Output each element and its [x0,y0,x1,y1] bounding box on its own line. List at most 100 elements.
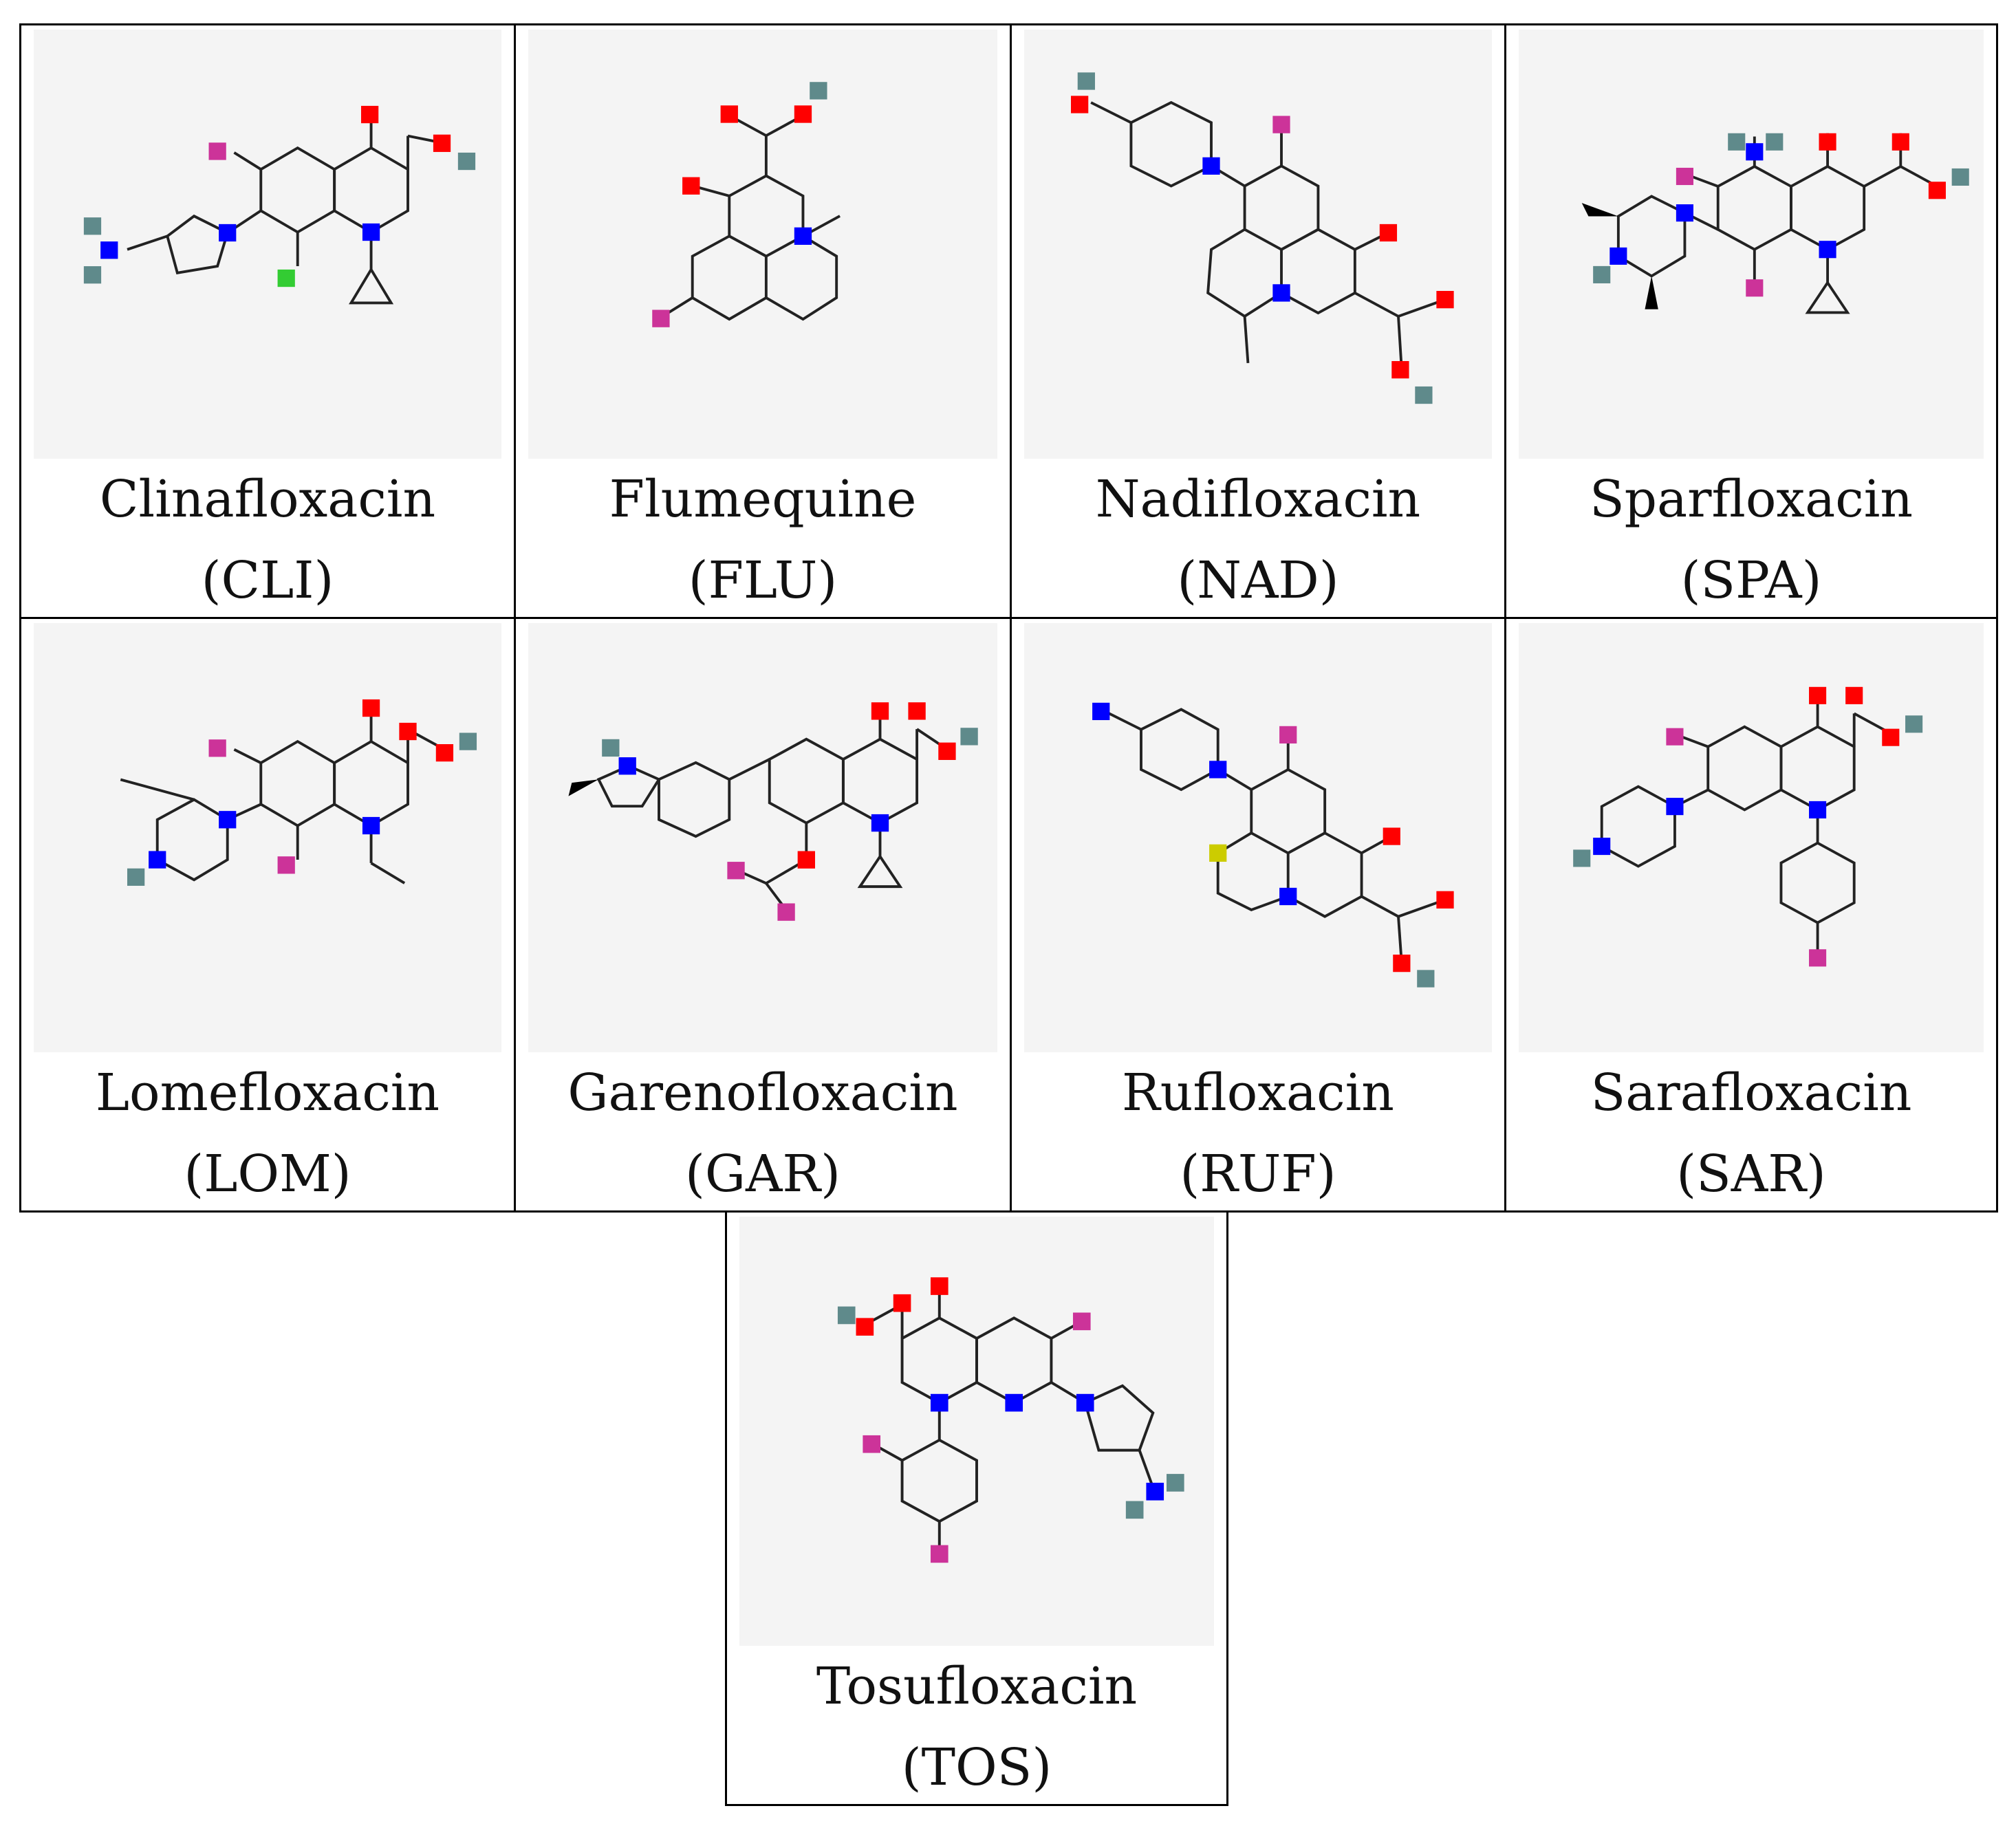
oxygen-atom [856,1318,874,1336]
fluorine-atom [1072,1312,1091,1331]
nitrogen-atom [1146,1482,1164,1501]
caption-cli: Clinafloxacin (CLI) [21,459,514,617]
sulfur-atom [1209,844,1227,862]
structure-image-lom [34,623,501,1052]
hydrogen-atom [1415,386,1433,404]
fluorine-atom [208,142,226,160]
compound-abbr: (LOM) [184,1144,351,1204]
caption-spa: Sparfloxacin (SPA) [1506,459,1996,617]
oxygen-atom [1845,686,1863,704]
wedge-bond [1645,276,1658,309]
oxygen-atom [1071,96,1089,113]
fluorine-atom [777,903,795,921]
structure-image-ruf [1024,623,1492,1052]
oxygen-atom [871,702,889,720]
caption-gar: Garenofloxacin (GAR) [516,1052,1010,1210]
wedge-bond [1581,203,1618,217]
structure-image-cli [34,30,501,459]
oxygen-atom [1819,133,1836,151]
oxygen-atom [720,105,738,123]
molecule-flu [652,82,841,327]
fluorine-atom [652,309,670,327]
compound-cell-cli: Clinafloxacin (CLI) [19,23,516,619]
hydrogen-atom [602,739,620,757]
caption-sar: Sarafloxacin (SAR) [1506,1052,1996,1210]
oxygen-atom [908,702,926,720]
compound-name: Lomefloxacin [95,1063,440,1122]
oxygen-atom [361,105,379,124]
nitrogen-atom [1076,1393,1094,1412]
hydrogen-atom [457,152,476,171]
nitrogen-atom [219,224,237,242]
hydrogen-atom [1417,970,1435,988]
hydrogen-atom [459,732,477,750]
nitrogen-atom [1819,241,1836,259]
nitrogen-atom [618,757,636,775]
nitrogen-atom [1746,143,1764,161]
hydrogen-atom [1167,1474,1184,1492]
nitrogen-atom [794,227,812,245]
molecule-nad [1071,72,1454,404]
oxygen-atom [797,851,815,869]
oxygen-atom [1436,891,1454,909]
wedge-bond [568,779,599,796]
oxygen-atom [930,1277,949,1295]
hydrogen-atom [1573,849,1591,867]
compound-cell-ruf: Rufloxacin (RUF) [1010,617,1506,1213]
nitrogen-atom [1005,1393,1023,1412]
fluorine-atom [1279,726,1297,744]
compound-cell-nad: Nadifloxacin (NAD) [1010,23,1506,619]
compound-abbr: (TOS) [901,1738,1052,1797]
oxygen-atom [893,1294,911,1312]
oxygen-atom [1379,224,1398,242]
compound-name: Sparfloxacin [1589,470,1914,529]
hydrogen-atom [1593,265,1611,283]
compound-abbr: (FLU) [688,551,838,610]
oxygen-atom [1383,827,1400,845]
compound-name: Garenofloxacin [567,1063,958,1122]
nitrogen-atom [1209,761,1227,779]
oxygen-atom [1882,728,1900,746]
molecule-lom [120,699,477,886]
fluorine-atom [1809,949,1827,967]
compound-abbr: (CLI) [201,551,334,610]
hydrogen-atom [960,728,978,746]
nitrogen-atom [1202,157,1220,175]
nitrogen-atom [100,241,118,259]
compound-name: Clinafloxacin [99,470,436,529]
compound-cell-tos: Tosufloxacin (TOS) [725,1210,1228,1806]
compound-abbr: (RUF) [1180,1144,1336,1204]
compound-abbr: (NAD) [1177,551,1339,610]
structure-image-spa [1519,30,1984,459]
nitrogen-atom [219,811,237,829]
hydrogen-atom [1728,133,1746,151]
hydrogen-atom [1125,1501,1144,1519]
nitrogen-atom [1092,702,1110,721]
caption-nad: Nadifloxacin (NAD) [1012,459,1504,617]
fluorine-atom [1666,728,1684,746]
compound-abbr: (SPA) [1680,551,1822,610]
nitrogen-atom [1609,247,1627,265]
molecule-cli [83,105,476,305]
hydrogen-atom [1766,133,1784,151]
compound-abbr: (GAR) [684,1144,841,1204]
nitrogen-atom [1666,798,1684,816]
structure-image-gar [528,623,997,1052]
caption-lom: Lomefloxacin (LOM) [21,1052,514,1210]
oxygen-atom [794,105,812,123]
oxygen-atom [1928,182,1946,199]
hydrogen-atom [127,868,145,886]
compound-name: Flumequine [609,470,917,529]
oxygen-atom [938,742,956,760]
structure-image-sar [1519,623,1984,1052]
compound-cell-spa: Sparfloxacin (SPA) [1504,23,1998,619]
fluorine-atom [727,862,745,880]
hydrogen-atom [1951,168,1969,186]
fluorine-atom [1746,279,1764,297]
fluorine-atom [930,1545,949,1563]
nitrogen-atom [1809,801,1827,818]
compound-name: Rufloxacin [1122,1063,1394,1122]
structure-image-flu [528,30,997,459]
molecule-ruf [1092,702,1454,988]
compound-cell-lom: Lomefloxacin (LOM) [19,617,516,1213]
